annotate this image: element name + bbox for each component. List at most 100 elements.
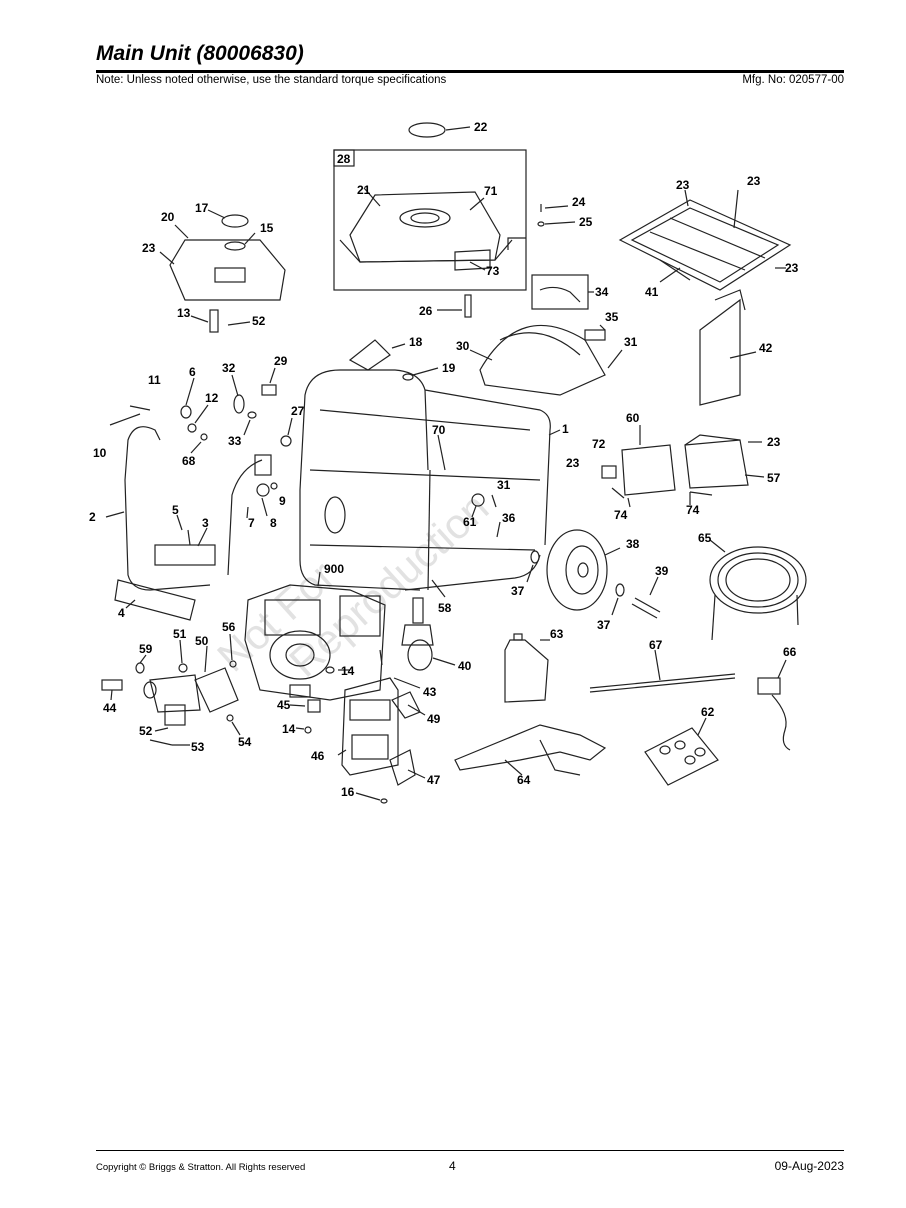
bracket-57: [684, 439, 749, 489]
callout-49: 49: [427, 712, 441, 726]
callout-25: 25: [579, 215, 593, 229]
callout-3: 3: [202, 516, 209, 530]
panel-42: [699, 298, 741, 406]
callout-24: 24: [572, 195, 586, 209]
handle-2: [124, 426, 161, 481]
callout-52: 52: [252, 314, 266, 328]
callout-73: 73: [486, 264, 500, 278]
callout-57: 57: [767, 471, 781, 485]
callout-15: 15: [260, 221, 274, 235]
callout-50: 50: [195, 634, 209, 648]
callout-71: 71: [484, 184, 498, 198]
callout-23: 23: [142, 241, 156, 255]
callout-63: 63: [550, 627, 564, 641]
frame-1: [299, 369, 551, 591]
part-number-labels: 22 28 21 71 73 24 25 23 23 23 41 17 20 1…: [89, 120, 799, 799]
oil-bottle-63: [504, 633, 549, 703]
callout-31: 31: [497, 478, 511, 492]
callout-34: 34: [595, 285, 609, 299]
callout-900: 900: [324, 562, 344, 576]
spray-wand-67: [589, 677, 736, 693]
callout-13: 13: [177, 306, 191, 320]
bracket-18: [348, 339, 391, 371]
callout-72: 72: [592, 437, 606, 451]
callout-58: 58: [438, 601, 452, 615]
callout-61: 61: [463, 515, 477, 529]
callout-68: 68: [182, 454, 196, 468]
callout-19: 19: [442, 361, 456, 375]
callout-70: 70: [432, 423, 446, 437]
callout-74: 74: [686, 503, 700, 517]
fuel-line-box-34: [531, 274, 589, 310]
spray-gun-64: [454, 724, 607, 776]
hose-reel-shroud-30: [479, 324, 606, 396]
callout-12: 12: [205, 391, 219, 405]
callout-45: 45: [277, 698, 291, 712]
callout-11: 11: [148, 373, 161, 387]
callout-37: 37: [597, 618, 611, 632]
callout-26: 26: [419, 304, 433, 318]
callout-20: 20: [161, 210, 175, 224]
callout-37: 37: [511, 584, 525, 598]
callout-8: 8: [270, 516, 277, 530]
callout-40: 40: [458, 659, 472, 673]
page-title: Main Unit (80006830): [96, 42, 304, 65]
callout-46: 46: [311, 749, 325, 763]
callout-32: 32: [222, 361, 236, 375]
handle-grip-4: [114, 579, 196, 621]
callout-54: 54: [238, 735, 252, 749]
callout-18: 18: [409, 335, 423, 349]
nozzle-set-62: [644, 727, 719, 786]
header-rule: [96, 70, 844, 73]
callout-38: 38: [626, 537, 640, 551]
callout-52: 52: [139, 724, 153, 738]
callout-4: 4: [118, 606, 125, 620]
muffler-46: [341, 677, 399, 776]
callout-60: 60: [626, 411, 640, 425]
callout-36: 36: [502, 511, 516, 525]
callout-41: 41: [645, 285, 659, 299]
document-date: 09-Aug-2023: [774, 1159, 844, 1173]
callout-74: 74: [614, 508, 628, 522]
callout-14: 14: [282, 722, 296, 736]
fuel-tank-20: [169, 239, 286, 301]
callout-31: 31: [624, 335, 638, 349]
callout-29: 29: [274, 354, 288, 368]
callout-1: 1: [562, 422, 569, 436]
page-number: 4: [449, 1159, 456, 1173]
callout-51: 51: [173, 627, 187, 641]
mfg-number: Mfg. No: 020577-00: [742, 74, 844, 86]
hose-coil-65: [709, 546, 807, 641]
part-drawings: [101, 122, 807, 804]
callout-21: 21: [357, 183, 371, 197]
callout-56: 56: [222, 620, 236, 634]
callout-28: 28: [337, 152, 351, 166]
torque-note: Note: Unless noted otherwise, use the st…: [96, 74, 447, 86]
callout-65: 65: [698, 531, 712, 545]
engine-900: [244, 584, 386, 701]
callout-22: 22: [474, 120, 488, 134]
callout-67: 67: [649, 638, 663, 652]
callout-62: 62: [701, 705, 715, 719]
callout-23: 23: [747, 174, 761, 188]
callout-2: 2: [89, 510, 96, 524]
fuel-cap-22: [408, 122, 446, 138]
callout-23: 23: [767, 435, 781, 449]
callout-14: 14: [341, 664, 355, 678]
wheel-38: [546, 529, 608, 611]
callout-43: 43: [423, 685, 437, 699]
callout-30: 30: [456, 339, 470, 353]
footer-rule: [96, 1150, 844, 1151]
callout-5: 5: [172, 503, 179, 517]
callout-7: 7: [248, 516, 255, 530]
caster-wheel-40: [401, 597, 434, 671]
callout-39: 39: [655, 564, 669, 578]
callout-47: 47: [427, 773, 441, 787]
callout-53: 53: [191, 740, 205, 754]
exploded-parts-diagram: Not For Reproduction: [89, 120, 807, 804]
callout-27: 27: [291, 404, 305, 418]
callout-42: 42: [759, 341, 773, 355]
callout-10: 10: [93, 446, 107, 460]
callout-66: 66: [783, 645, 797, 659]
callout-23: 23: [566, 456, 580, 470]
